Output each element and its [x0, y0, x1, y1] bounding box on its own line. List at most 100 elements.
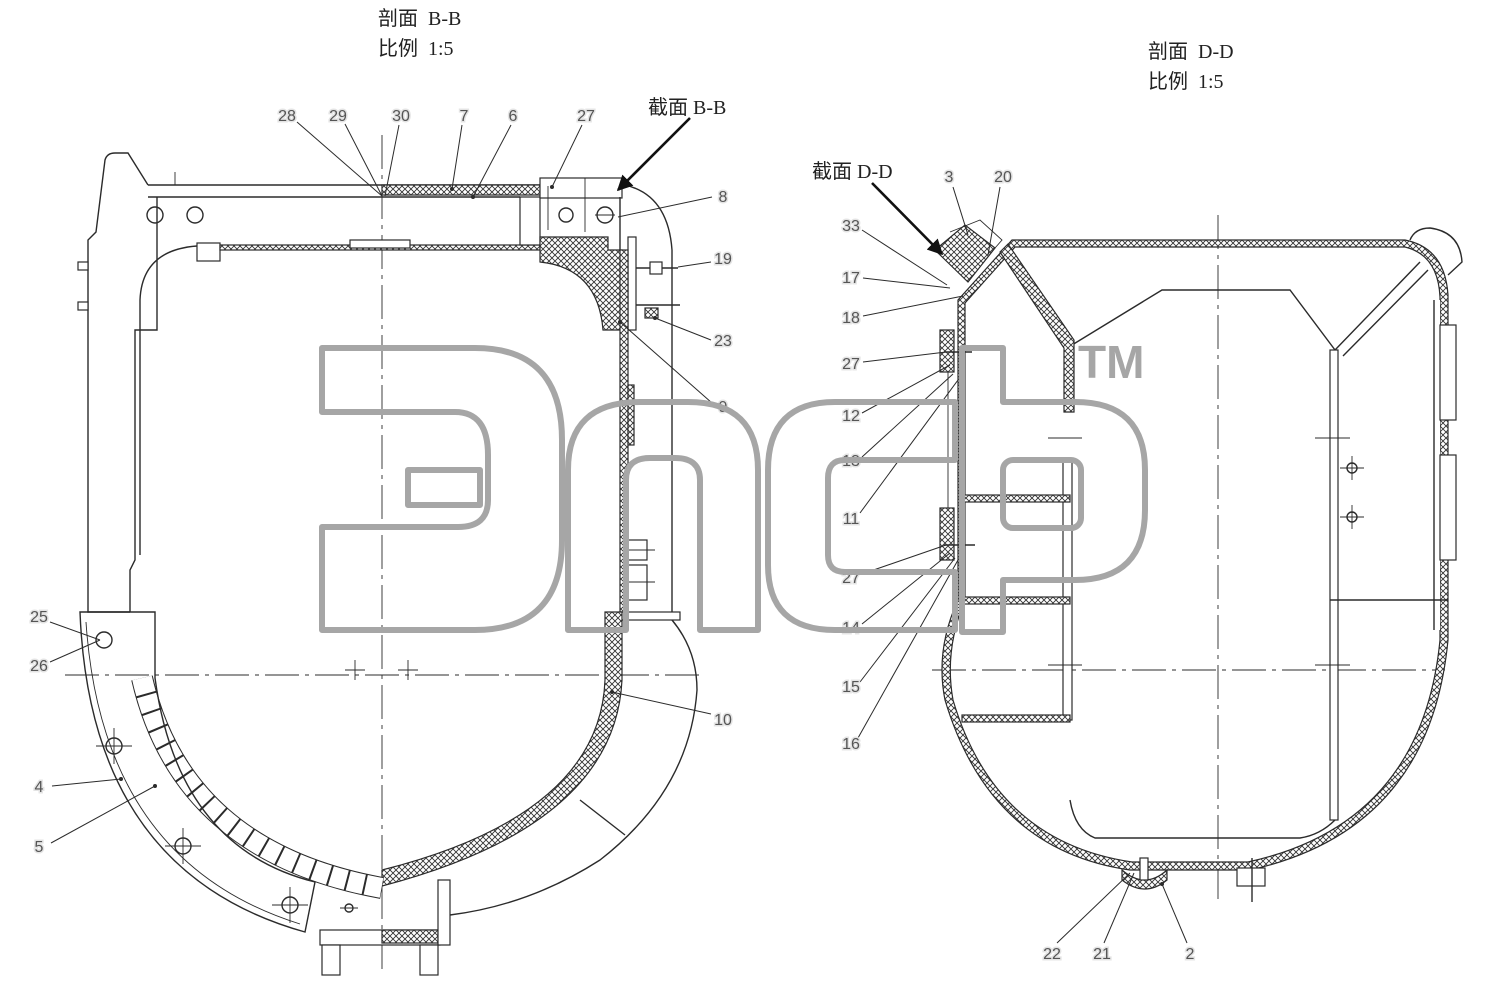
bb-right-outer-curve [449, 619, 698, 916]
dd-right-brace [1334, 261, 1429, 357]
bb-outer-plate-edge [85, 621, 301, 925]
section-dd-title: 剖面 D-D [1148, 40, 1234, 63]
callout-leader [51, 778, 122, 787]
bb-brace [579, 799, 626, 836]
dd-center-marks [1048, 437, 1350, 666]
callout-26: 26 [30, 658, 48, 675]
callout-leader [862, 351, 947, 363]
callout-12: 12 [842, 408, 860, 425]
dd-shelf [961, 714, 1071, 723]
callout-7: 7 [460, 108, 469, 125]
callout-30: 30 [392, 108, 410, 125]
callout-leader [49, 639, 101, 663]
callout-leader [619, 321, 713, 404]
bb-bracket-box [519, 196, 541, 246]
callout-leader [50, 785, 156, 844]
dd-side-pad [939, 507, 955, 561]
dd-side-plate [1439, 324, 1457, 421]
callout-18: 18 [842, 310, 860, 327]
callout-10: 10 [714, 712, 732, 729]
callout-15: 15 [842, 679, 860, 696]
bb-side-plate [627, 236, 637, 331]
bb-stud [77, 301, 89, 311]
bb-inner-top-pad [349, 239, 411, 249]
dd-side-plate [1439, 454, 1457, 561]
bb-hole [146, 206, 164, 224]
callout-17: 17 [842, 270, 860, 287]
callout-leader [861, 229, 948, 286]
dd-top-right-bump [1409, 227, 1463, 276]
dd-callouts: 3 20 33 17 18 27 12 13 11 27 14 15 16 [841, 168, 1196, 965]
callout-leader [617, 196, 713, 218]
bb-inner-frame [139, 245, 540, 555]
callout-25: 25 [30, 609, 48, 626]
callout-2: 2 [1186, 946, 1195, 963]
callout-28: 28 [278, 108, 296, 125]
dd-cut-arrow [871, 182, 944, 256]
callout-dot [153, 784, 157, 788]
watermark-logo: TM [319, 336, 1148, 635]
bb-plate-hole [95, 631, 113, 649]
callout-4: 4 [35, 779, 44, 796]
dd-cut-label: 截面 D-D [812, 160, 893, 183]
callout-leader [472, 124, 512, 198]
callout-leader [862, 295, 964, 317]
dd-hull-lining [941, 239, 1449, 871]
watermark-trademark: TM [1078, 336, 1144, 388]
bb-rack [627, 384, 635, 446]
dd-side-pad [939, 329, 955, 373]
watermark-letter-1 [319, 345, 565, 633]
bb-bottom-lining-10 [381, 611, 623, 887]
section-bb-view: 截面 B-B 28 29 30 7 6 27 8 19 23 [29, 96, 734, 976]
bb-corner-block [539, 236, 623, 331]
dd-right-post [1329, 349, 1339, 821]
dd-bottom-fitting [1121, 868, 1168, 890]
bb-nut [649, 261, 663, 275]
bb-segment-band [132, 675, 384, 898]
callout-leader [296, 121, 383, 197]
bb-left-column-outer [87, 152, 149, 613]
callout-22: 22 [1043, 946, 1061, 963]
dd-shelf [961, 596, 1071, 605]
callout-leader [49, 621, 101, 641]
watermark-letter-4 [959, 345, 1148, 635]
callout-dot [1160, 882, 1164, 886]
callout-dot [471, 195, 475, 199]
callout-3: 3 [945, 169, 954, 186]
watermark-letter-3 [765, 399, 958, 633]
watermark-letter-4-bowl [1000, 457, 1084, 531]
callout-16: 16 [842, 736, 860, 753]
section-bb-title: 剖面 B-B [378, 7, 461, 30]
callout-dot [450, 187, 454, 191]
callout-20: 20 [994, 169, 1012, 186]
watermark-letter-1-slot [405, 467, 483, 508]
bb-washer-23 [644, 307, 659, 319]
section-dd-header: 剖面 D-D 比例 1:5 [1148, 40, 1234, 93]
callout-leader [857, 559, 959, 739]
bb-inner-corner-block [196, 242, 221, 262]
callout-27-upper: 27 [842, 356, 860, 373]
callout-23: 23 [714, 333, 732, 350]
bb-stud [77, 261, 89, 271]
callout-leader [551, 124, 583, 188]
callout-leader [862, 277, 951, 289]
section-dd-scale: 比例 1:5 [1148, 70, 1224, 93]
bb-foot [419, 944, 439, 976]
bb-wall-block [626, 564, 648, 601]
callout-leader [611, 691, 712, 715]
callout-leader [344, 123, 383, 197]
callout-leader [952, 186, 969, 236]
dd-left-brace [999, 243, 1075, 413]
bb-outer-plate [79, 611, 316, 933]
callout-8: 8 [719, 189, 728, 206]
callout-6: 6 [509, 108, 518, 125]
callout-leader [861, 552, 951, 625]
bb-hole-crosses [96, 728, 358, 923]
bb-cut-arrow [616, 117, 691, 192]
dd-hole-crosses [1340, 456, 1364, 529]
callout-leader [859, 557, 956, 683]
bb-base-lining [381, 929, 439, 944]
callout-leader [987, 186, 1001, 256]
bb-left-column-inner [129, 197, 158, 612]
